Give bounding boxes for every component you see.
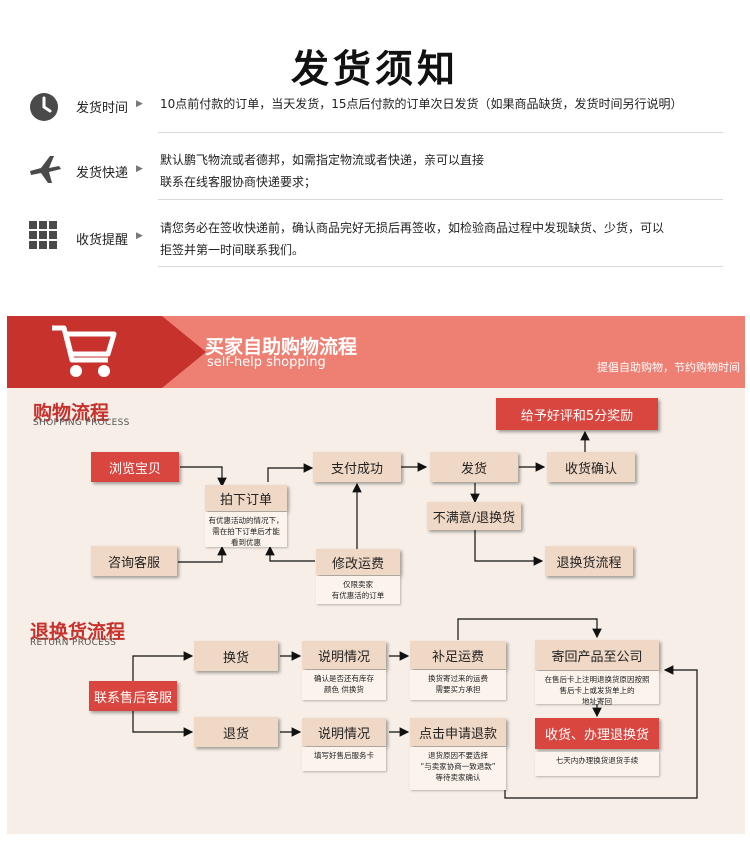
explain-situation-exchange-note: 确认是否还有库存颜色 供换货 [302,670,386,700]
return-process-title: 退换货流程 [30,621,126,643]
modify-shipping-note: 仅限卖家有优惠活的订单 [316,576,400,604]
send-back-note: 在售后卡上注明退换货原因按照售后卡上或发货单上的地址寄回 [535,671,659,706]
unsatisfied-return-step: 不满意/退换货 [427,502,521,530]
divider [158,199,723,200]
browse-items-step: 浏览宝贝 [91,452,179,482]
explain-situation-exchange-step: 说明情况 [302,641,386,669]
explain-situation-refund-step: 说明情况 [302,718,386,746]
place-order-step: 拍下订单 [205,485,287,511]
payment-success-step: 支付成功 [313,452,401,482]
banner-background [162,316,745,388]
banner-slogan: 提倡自助购物，节约购物时间 [597,361,740,374]
triangle-right-icon: ▶ [136,231,143,241]
banner-arrow-shape [162,316,206,388]
send-back-step: 寄回产品至公司 [535,640,659,670]
return-process-subtitle: RETURN PROCESS [30,638,117,648]
triangle-right-icon: ▶ [136,164,143,174]
modify-shipping-step: 修改运费 [316,549,400,575]
ship-step: 发货 [430,452,518,482]
supplement-shipping-note: 换货寄过来的运费需要买方承担 [410,670,506,700]
good-review-step: 给予好评和5分奖励 [496,398,658,430]
shopping-process-title: 购物流程 [33,402,110,424]
refund-return-step: 退货 [194,717,278,747]
return-process-step: 退换货流程 [545,546,633,576]
contact-after-sales-step: 联系售后客服 [89,681,177,711]
receive-handle-note: 七天内办理换货退货手续 [535,752,659,776]
place-order-note: 有优惠活动的情况下，需在拍下订单后才能看到优惠 [205,512,287,547]
receive-handle-step: 收货、办理退换货 [535,718,659,749]
consult-service-step: 咨询客服 [91,546,177,576]
apply-refund-note: 退货原因不要选择“与卖家协商一致退款”等待卖家确认 [410,747,506,790]
shopping-process-subtitle: SHOPPING PROCESS [33,418,130,428]
notice-label-shipping-time: 发货时间 [76,101,129,116]
apply-refund-step: 点击申请退款 [410,718,506,746]
exchange-step: 换货 [194,641,278,671]
divider [158,132,723,133]
notice-label-courier: 发货快递 [76,166,129,181]
explain-situation-refund-note: 填写好售后服务卡 [302,747,386,771]
clock-icon [28,91,60,123]
notice-title: 发货须知 [290,47,459,91]
banner-subtitle: self-help shopping [207,355,326,370]
notice-text-shipping-time: 10点前付款的订单，当天发货，15点后付款的订单次日发货（如果商品缺货，发货时间… [160,97,683,111]
notice-text-receipt: 请您务必在签收快递前，确认商品完好无损后再签收，如检验商品过程中发现缺货、少货，… [160,221,665,257]
banner-title: 买家自助购物流程 [205,336,358,358]
grid-icon [28,220,60,252]
triangle-right-icon: ▶ [136,99,143,109]
airplane-icon [28,153,61,185]
notice-text-courier: 默认鹏飞物流或者德邦，如需指定物流或者快递，亲可以直接 联系在线客服协商快递要求… [160,153,485,189]
divider [158,266,723,267]
notice-label-receipt: 收货提醒 [76,233,129,248]
confirm-receipt-step: 收货确认 [547,452,635,482]
supplement-shipping-step: 补足运费 [410,641,506,669]
shopping-cart-icon [48,320,122,382]
